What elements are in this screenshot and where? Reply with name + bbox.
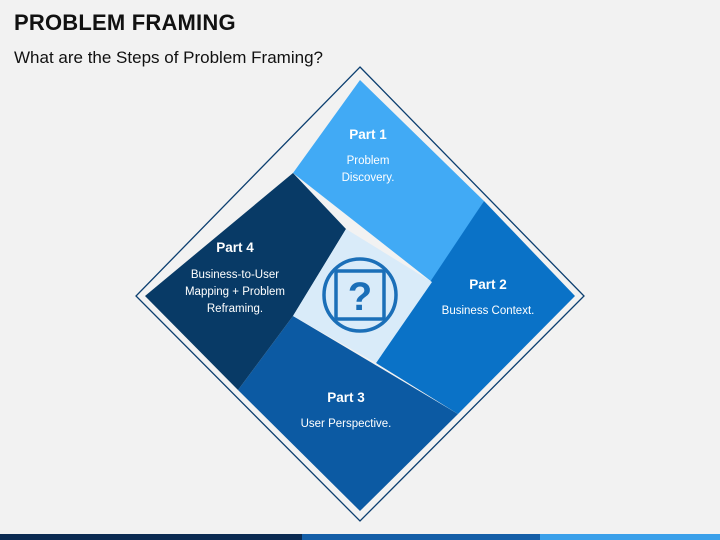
question-mark-icon: ? <box>322 257 398 333</box>
page-subtitle: What are the Steps of Problem Framing? <box>14 48 323 67</box>
page-title: PROBLEM FRAMING <box>14 10 236 35</box>
part-2-line-1: Business Context. <box>442 305 535 317</box>
center-panel <box>293 229 432 363</box>
bottom-bar-dark <box>0 534 303 540</box>
part-4-heading: Part 4 <box>216 240 254 255</box>
part-3-line-1: User Perspective. <box>301 418 392 430</box>
bottom-accent-bar <box>0 534 720 540</box>
part-1-line-2: Discovery. <box>342 172 395 184</box>
part-1-line-1: Problem <box>347 155 390 167</box>
part-1-heading: Part 1 <box>349 127 387 142</box>
part-4-line-2: Mapping + Problem <box>185 286 285 298</box>
part-4-line-3: Reframing. <box>207 303 263 315</box>
part-2-panel <box>376 201 575 414</box>
svg-text:?: ? <box>348 275 372 319</box>
bottom-bar-light <box>539 534 720 540</box>
part-4-panel <box>145 173 346 390</box>
bottom-bar-mid <box>302 534 540 540</box>
diamond-outline <box>135 66 585 522</box>
part-1-panel <box>293 80 484 282</box>
part-4-line-1: Business-to-User <box>191 269 279 281</box>
part-2-heading: Part 2 <box>469 277 507 292</box>
part-3-heading: Part 3 <box>327 390 365 405</box>
part-3-panel <box>238 316 458 511</box>
